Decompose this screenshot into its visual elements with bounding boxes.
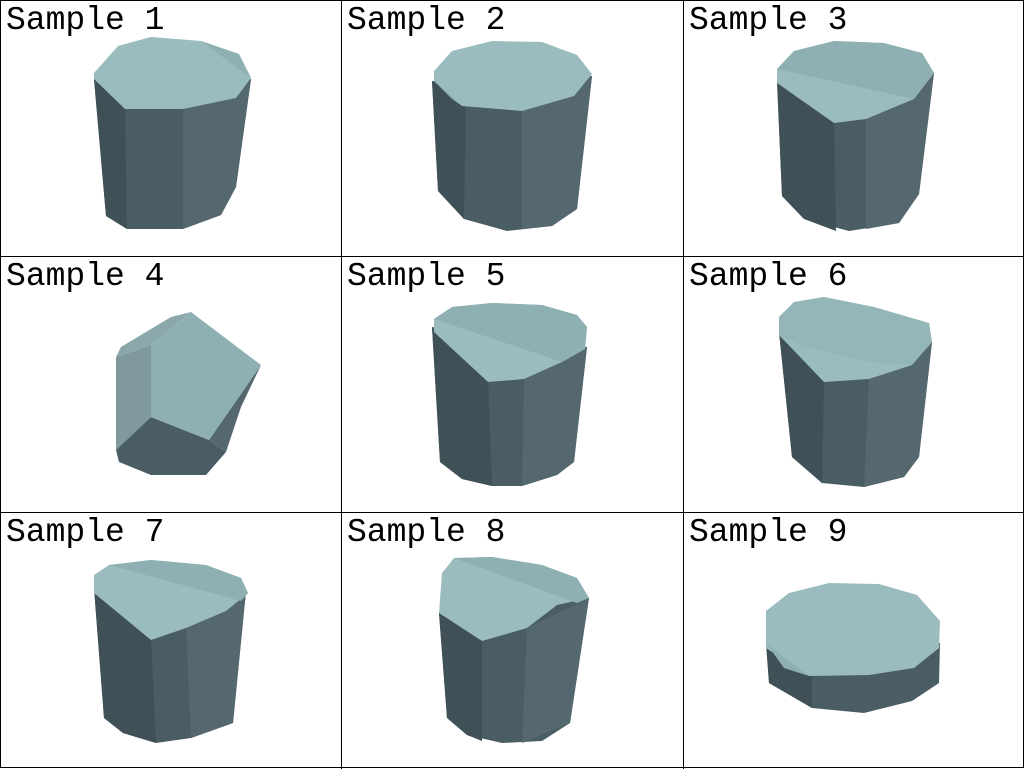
sample-label: Sample 8 (347, 514, 506, 551)
sample-3-render (777, 41, 934, 231)
sample-cell-2: Sample 2 (342, 1, 684, 257)
sample-2-render (432, 41, 592, 231)
sample-cell-9: Sample 9 (684, 513, 1024, 769)
sample-cell-8: Sample 8 (342, 513, 684, 769)
sample-label: Sample 1 (6, 2, 165, 39)
sample-label: Sample 2 (347, 2, 506, 39)
sample-label: Sample 5 (347, 258, 506, 295)
sample-6-render (779, 297, 932, 487)
sample-5-render (432, 303, 587, 486)
sample-cell-4: Sample 4 (1, 257, 342, 513)
sample-8-render (439, 557, 589, 743)
sample-cell-6: Sample 6 (684, 257, 1024, 513)
sample-label: Sample 7 (6, 514, 165, 551)
sample-1-render (94, 37, 251, 229)
sample-label: Sample 9 (689, 514, 848, 551)
sample-cell-7: Sample 7 (1, 513, 342, 769)
sample-label: Sample 3 (689, 2, 848, 39)
sample-cell-5: Sample 5 (342, 257, 684, 513)
sample-9-render (766, 583, 940, 713)
sample-7-render (94, 560, 248, 743)
sample-label: Sample 6 (689, 258, 848, 295)
sample-cell-3: Sample 3 (684, 1, 1024, 257)
sample-4-render (116, 312, 261, 475)
sample-cell-1: Sample 1 (1, 1, 342, 257)
sample-label: Sample 4 (6, 258, 165, 295)
